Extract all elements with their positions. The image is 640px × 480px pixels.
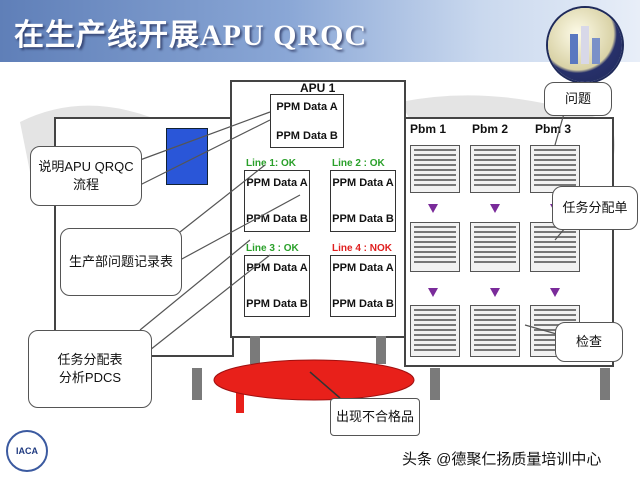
line-4-cell: PPM Data A PPM Data B xyxy=(330,255,396,317)
down-arrow-icon xyxy=(490,288,500,297)
callout-problem: 问题 xyxy=(544,82,612,116)
down-arrow-icon xyxy=(428,288,438,297)
table-leg xyxy=(250,336,260,364)
ppm-data-b: PPM Data B xyxy=(246,298,308,310)
page-title: 在生产线开展APU QRQC xyxy=(14,19,368,52)
ppm-data-b: PPM Data B xyxy=(332,298,394,310)
line-3-status: Line 3 : OK xyxy=(246,243,299,254)
check-document xyxy=(410,305,460,357)
table-leg xyxy=(192,368,202,400)
pbm-label-2: Pbm 2 xyxy=(472,122,509,136)
iaca-logo-icon: IACA xyxy=(6,430,48,472)
line-3-cell: PPM Data A PPM Data B xyxy=(244,255,310,317)
ppm-data-b: PPM Data B xyxy=(276,130,338,142)
ppm-data-a: PPM Data A xyxy=(276,101,338,113)
ppm-data-a: PPM Data A xyxy=(332,177,394,189)
ppm-data-a: PPM Data A xyxy=(246,177,308,189)
check-document xyxy=(470,305,520,357)
down-arrow-icon xyxy=(550,288,560,297)
down-arrow-icon xyxy=(490,204,500,213)
defect-oval xyxy=(213,359,415,401)
line-1-status: Line 1: OK xyxy=(246,158,297,169)
pbm-label-3: Pbm 3 xyxy=(535,122,572,136)
task-document xyxy=(470,222,520,272)
callout-defect: 出现不合格品 xyxy=(330,398,420,436)
problem-document xyxy=(530,145,580,193)
logo-text: IACA xyxy=(16,446,38,456)
apu-label: APU 1 xyxy=(300,81,336,95)
callout-explain-process: 说明APU QRQC 流程 xyxy=(30,146,142,206)
ppm-data-a: PPM Data A xyxy=(246,262,308,274)
problem-document xyxy=(470,145,520,193)
ppm-data-a: PPM Data A xyxy=(332,262,394,274)
red-marker xyxy=(236,385,244,413)
line-4-status: Line 4 : NOK xyxy=(332,243,393,254)
table-leg xyxy=(430,368,440,400)
problem-document xyxy=(410,145,460,193)
line-1-cell: PPM Data A PPM Data B xyxy=(244,170,310,232)
watermark-text: 头条 @德聚仁扬质量培训中心 xyxy=(402,451,602,468)
callout-check: 检查 xyxy=(555,322,623,362)
table-leg xyxy=(600,368,610,400)
ppm-data-b: PPM Data B xyxy=(332,213,394,225)
line-2-status: Line 2 : OK xyxy=(332,158,385,169)
task-document xyxy=(410,222,460,272)
callout-task-analysis: 任务分配表 分析PDCS xyxy=(28,330,152,408)
table-leg xyxy=(376,336,386,364)
emblem-icon xyxy=(548,8,622,82)
title-banner xyxy=(0,0,640,62)
down-arrow-icon xyxy=(428,204,438,213)
pbm-label-1: Pbm 1 xyxy=(410,122,447,136)
apu-summary-cell: PPM Data A PPM Data B xyxy=(270,94,344,148)
line-2-cell: PPM Data A PPM Data B xyxy=(330,170,396,232)
callout-task-sheet: 任务分配单 xyxy=(552,186,638,230)
callout-problem-record: 生产部问题记录表 xyxy=(60,228,182,296)
